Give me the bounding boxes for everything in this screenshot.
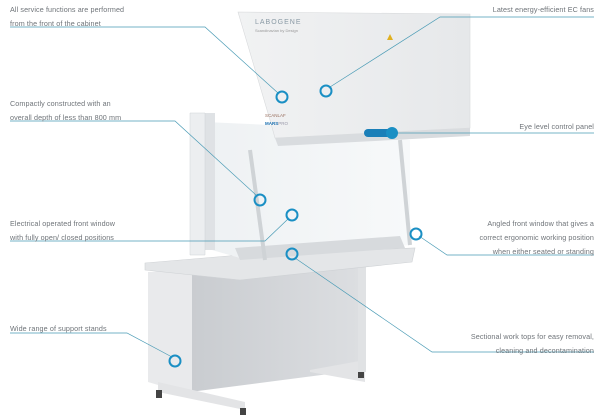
- callout-marker: [285, 247, 299, 261]
- callout-marker: [319, 84, 333, 98]
- callout-work-tops: Sectional work tops for easy removal, cl…: [471, 330, 594, 358]
- callout-ec-fans: Latest energy-efficient EC fans: [493, 3, 594, 17]
- callout-marker: [285, 208, 299, 222]
- callout-text: overall depth of less than 800 mm: [10, 113, 122, 122]
- callout-marker: [253, 193, 267, 207]
- callout-text: Latest energy-efficient EC fans: [492, 5, 594, 14]
- callout-text: with fully open/ closed positions: [10, 233, 114, 242]
- support-stand: [148, 262, 366, 415]
- callout-angled-window: Angled front window that gives a correct…: [480, 217, 594, 259]
- front-window: [205, 122, 410, 258]
- callout-support-stands: Wide range of support stands: [10, 322, 107, 336]
- callout-text: Sectional work tops for easy removal,: [470, 332, 594, 341]
- callout-text: Eye level control panel: [519, 122, 594, 131]
- callout-text: Wide range of support stands: [10, 324, 107, 333]
- callout-marker: [409, 227, 423, 241]
- callout-markers: [168, 84, 423, 368]
- callout-compact-depth: Compactly constructed with an overall de…: [10, 97, 121, 125]
- warning-icon: [387, 34, 393, 40]
- callout-control-panel: Eye level control panel: [519, 120, 594, 134]
- callout-text: cleaning and decontamination: [495, 346, 594, 355]
- callout-text: correct ergonomic working position: [479, 233, 594, 242]
- leader-lines: [10, 16, 594, 358]
- callout-service-functions: All service functions are performed from…: [10, 3, 124, 31]
- callout-marker: [275, 90, 289, 104]
- callout-text: Electrical operated front window: [10, 219, 116, 228]
- callout-text: when either seated or standing: [492, 247, 594, 256]
- callout-front-window: Electrical operated front window with fu…: [10, 217, 115, 245]
- callout-text: All service functions are performed: [10, 5, 125, 14]
- callout-text: Angled front window that gives a: [487, 219, 594, 228]
- callout-text: from the front of the cabinet: [10, 19, 101, 28]
- callout-marker: [386, 127, 398, 139]
- callout-marker: [168, 354, 182, 368]
- brand-logo: LABOGENE: [255, 19, 302, 26]
- brand-tagline: Scandinavian by Design: [255, 28, 298, 33]
- svg-text:MARSPRO: MARSPRO: [265, 121, 289, 126]
- svg-text:SCANLAF: SCANLAF: [265, 113, 286, 118]
- callout-text: Compactly constructed with an: [10, 99, 111, 108]
